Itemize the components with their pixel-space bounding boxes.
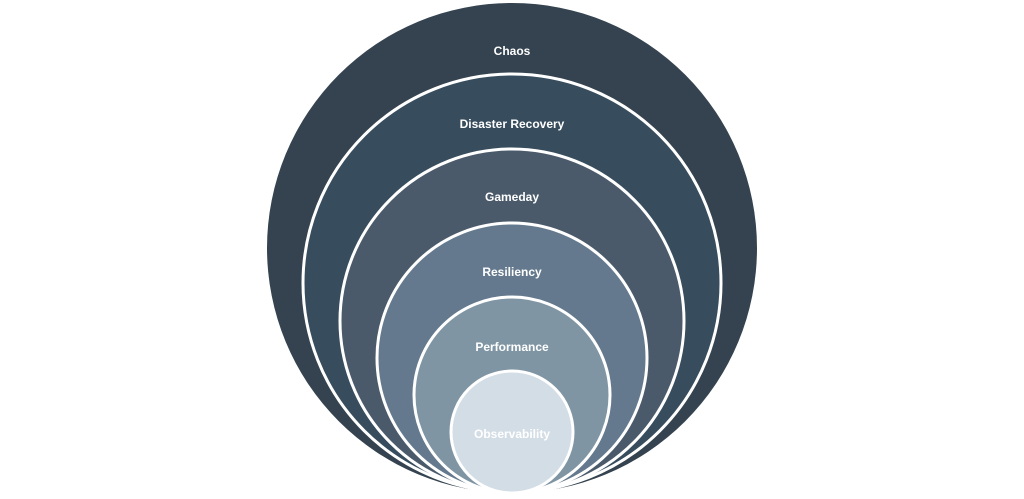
label-chaos: Chaos (494, 44, 531, 58)
label-performance: Performance (475, 340, 549, 354)
circle-observability (449, 369, 575, 495)
label-disaster-recovery: Disaster Recovery (460, 117, 565, 131)
label-resiliency: Resiliency (482, 265, 542, 279)
label-gameday: Gameday (485, 190, 539, 204)
layer-observability: Observability (449, 369, 575, 495)
label-observability: Observability (474, 427, 550, 441)
